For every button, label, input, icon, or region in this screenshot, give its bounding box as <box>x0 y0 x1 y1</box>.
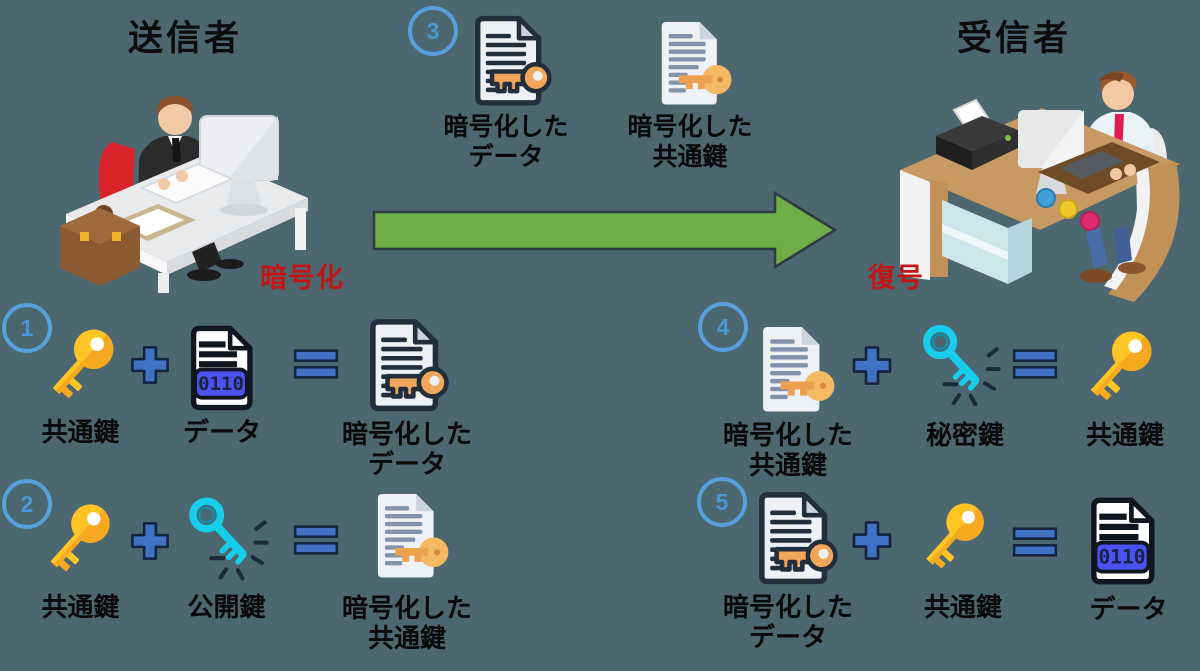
label-line-1: 暗号化した <box>443 113 569 141</box>
encrypted-data-document-icon <box>749 491 841 589</box>
label-line-1: 暗号化した <box>341 419 472 449</box>
receiver-process-label: 復号 <box>868 263 924 293</box>
label-line-2: データ <box>367 449 446 479</box>
receiver-button-yellow <box>1058 199 1078 219</box>
sender-title: 送信者 <box>128 19 243 58</box>
receiver-desk-illustration <box>900 71 1180 302</box>
step-4-result-label: 共通鍵 <box>1085 420 1164 450</box>
equals-icon <box>291 522 341 558</box>
transfer-item-encrypted-key-label: 暗号化した 共通鍵 <box>620 112 760 172</box>
encrypted-data-document-icon <box>465 15 555 110</box>
step-4-operand2-label: 秘密鍵 <box>925 420 1004 450</box>
label-line-1: 暗号化した <box>341 593 472 623</box>
step-1-operand2-label: データ <box>182 417 261 447</box>
step-5-number: 5 <box>697 477 747 527</box>
label-line-1: 暗号化した <box>722 420 853 450</box>
receiver-keyboard <box>1060 151 1124 179</box>
label-line-1: 暗号化した <box>722 592 853 622</box>
encrypted-data-document-icon <box>360 318 452 416</box>
symmetric-key-icon <box>42 492 116 588</box>
sender-process-label: 暗号化 <box>260 263 344 293</box>
plus-icon <box>128 519 172 563</box>
encrypted-key-document-icon <box>749 324 837 418</box>
symmetric-key-icon <box>918 491 990 585</box>
step-4-operand1-label: 暗号化した 共通鍵 <box>718 420 858 480</box>
step-3-number: 3 <box>408 6 458 56</box>
equals-icon <box>1010 524 1060 560</box>
plus-icon <box>849 343 895 388</box>
step-1-number: 1 <box>2 303 52 353</box>
label-line-2: データ <box>468 143 544 171</box>
symmetric-key-icon <box>1082 320 1158 416</box>
step-2-operand1-label: 共通鍵 <box>41 592 120 622</box>
step-1-operand1-label: 共通鍵 <box>41 417 120 447</box>
step-2-number: 2 <box>2 479 52 529</box>
transfer-arrow <box>372 190 838 270</box>
receiver-title: 受信者 <box>957 19 1072 58</box>
receiver-button-blue <box>1036 188 1056 208</box>
plus-icon <box>849 518 895 563</box>
step-5-result-label: データ <box>1089 594 1168 624</box>
sender-briefcase <box>60 205 140 286</box>
sender-desk-illustration <box>60 96 308 293</box>
step-5-operand2-label: 共通鍵 <box>923 592 1002 622</box>
equals-icon <box>1010 346 1060 382</box>
step-2-result-label: 暗号化した 共通鍵 <box>338 593 476 653</box>
plus-icon <box>128 343 172 387</box>
transfer-item-encrypted-data-label: 暗号化した データ <box>436 112 576 172</box>
receiver-button-magenta <box>1080 211 1100 231</box>
receiver-printer <box>936 98 1018 170</box>
data-file-icon <box>186 322 256 414</box>
encrypted-key-document-icon <box>648 19 734 111</box>
step-2-operand2-label: 公開鍵 <box>187 592 266 622</box>
label-line-2: データ <box>748 622 827 652</box>
symmetric-key-icon <box>44 316 120 416</box>
receiver-desk <box>900 108 1180 230</box>
step-1-result-label: 暗号化した データ <box>338 419 476 479</box>
label-line-1: 暗号化した <box>627 113 753 141</box>
receiver-cabinet <box>942 200 1032 284</box>
step-4-number: 4 <box>698 302 748 352</box>
public-key-icon <box>180 490 272 586</box>
label-line-2: 共通鍵 <box>367 623 446 653</box>
label-line-2: 共通鍵 <box>652 143 728 171</box>
private-key-icon <box>914 317 1004 412</box>
data-file-icon <box>1086 494 1158 588</box>
label-line-2: 共通鍵 <box>748 450 827 480</box>
encrypted-key-document-icon <box>364 489 451 586</box>
step-5-operand1-label: 暗号化した データ <box>718 592 858 652</box>
equals-icon <box>291 346 341 382</box>
